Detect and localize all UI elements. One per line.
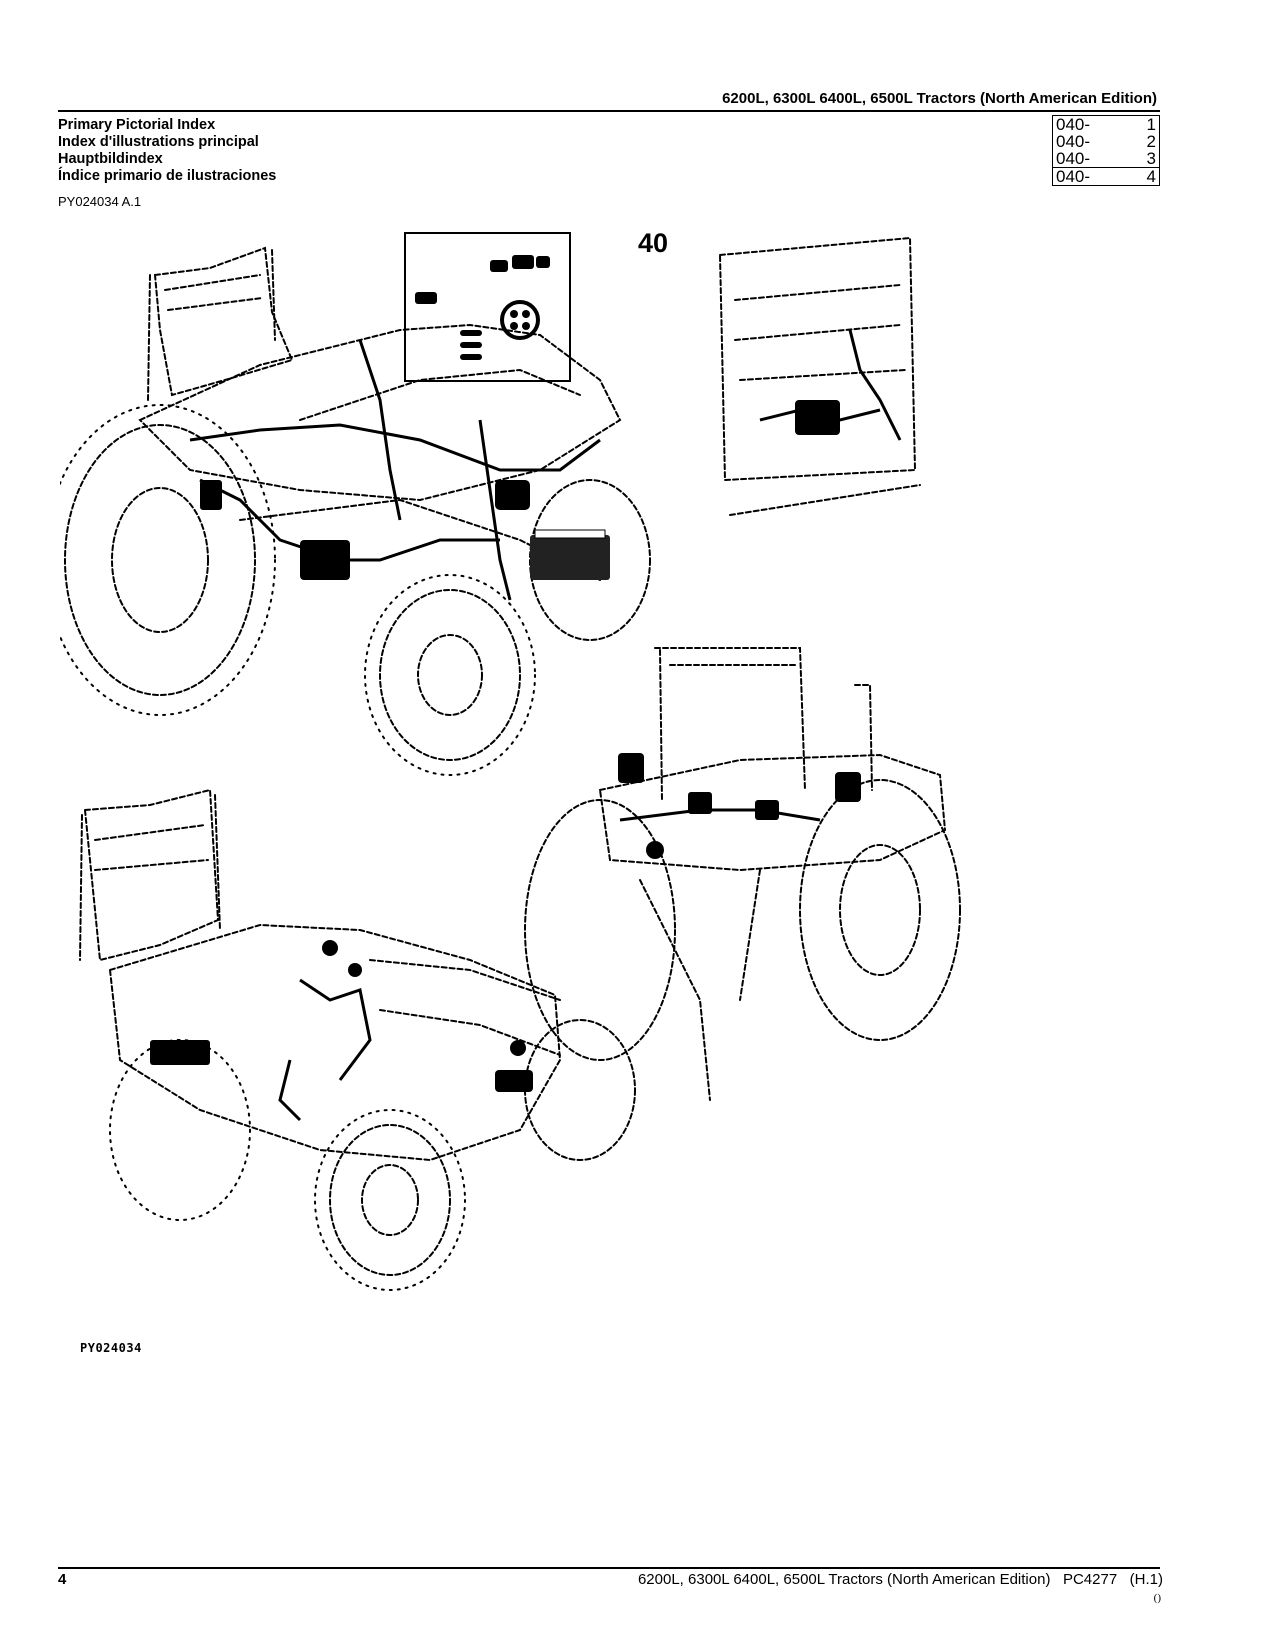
title-english: Primary Pictorial Index [58, 117, 216, 133]
figure-number: 40 [638, 228, 669, 258]
index-num: 1 [1129, 115, 1161, 133]
index-code: 040- [1052, 115, 1130, 133]
index-code: 040- [1052, 150, 1130, 168]
index-row[interactable]: 040- 1 [1052, 115, 1161, 133]
index-num: 3 [1129, 150, 1161, 168]
index-row[interactable]: 040- 4 [1052, 167, 1161, 186]
index-code: 040- [1052, 167, 1130, 186]
index-code: 040- [1052, 133, 1130, 150]
index-num: 4 [1129, 167, 1161, 186]
page-number: 4 [58, 1571, 67, 1588]
index-row[interactable]: 040- 3 [1052, 150, 1161, 168]
footer-text: 6200L, 6300L 6400L, 6500L Tractors (Nort… [637, 1571, 1163, 1588]
tractor-top-left [60, 246, 651, 776]
title-french: Index d'illustrations principal [58, 134, 259, 150]
index-table: 040- 1 040- 2 040- 3 040- 4 [1052, 115, 1161, 186]
footer-rule [58, 1567, 1160, 1569]
title-spanish: Índice primario de ilustraciones [58, 168, 277, 184]
connector-inset [404, 232, 571, 382]
relay-block [300, 540, 350, 580]
figure-code: PY024034 [80, 1341, 142, 1355]
index-titles: Primary Pictorial Index Index d'illustra… [58, 117, 276, 185]
footer-mark: () [1153, 1592, 1161, 1604]
detail-inset [718, 236, 921, 516]
battery [530, 535, 610, 580]
title-german: Hauptbildindex [58, 151, 163, 167]
index-num: 2 [1129, 133, 1161, 150]
reference-code: PY024034 A.1 [58, 194, 142, 209]
index-row[interactable]: 040- 2 [1052, 133, 1161, 150]
tractor-rear [524, 647, 961, 1101]
tractor-wiring-illustration [60, 232, 961, 1291]
header-rule [58, 110, 1160, 112]
control-module [150, 1040, 210, 1065]
header-title: 6200L, 6300L 6400L, 6500L Tractors (Nort… [722, 90, 1157, 107]
